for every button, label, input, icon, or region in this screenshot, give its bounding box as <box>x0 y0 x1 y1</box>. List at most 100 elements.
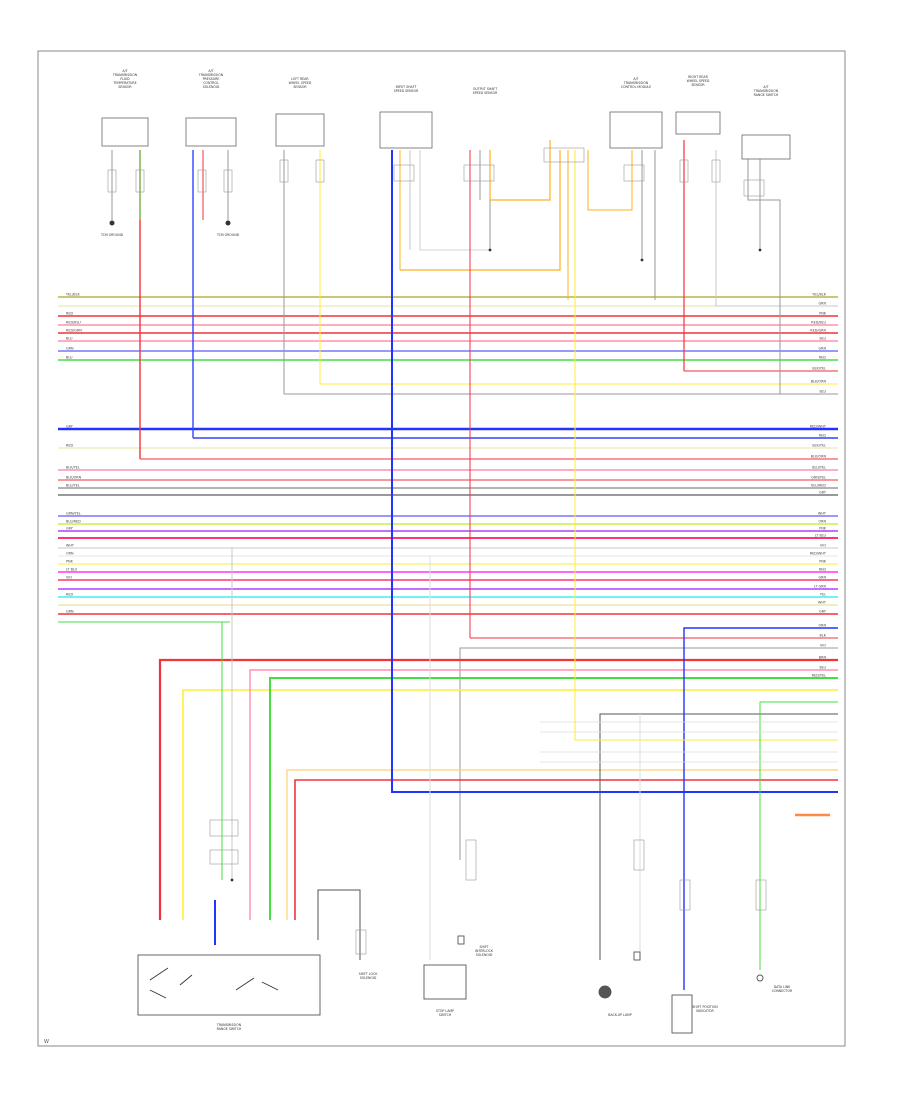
wire-label-right: ORN <box>818 520 826 524</box>
wire-label-left: RED/GRN <box>66 329 82 333</box>
wire-label-right: RED <box>819 356 826 360</box>
wire-label-right: LT GRN <box>814 585 827 589</box>
wire-label-left: GRN <box>66 610 74 614</box>
wire-label-right: BLU/YEL <box>812 466 826 470</box>
wire-label-left: PNK <box>66 560 74 564</box>
ground-label-g1: TCM GROUND <box>100 233 124 237</box>
wire-label-right: RED/BLU <box>811 321 826 325</box>
wire-label-right: YEL <box>820 593 826 597</box>
wire-label-left: BLU/YEL <box>66 484 80 488</box>
right-wire-labels: YEL/BLK GRN PNK RED/BLU RED/GRN BLU GRN RED BLK/… <box>810 293 827 678</box>
component-c3 <box>275 113 325 147</box>
wire-label-right: RED/WHT <box>810 552 827 556</box>
wire-label-left: VIO <box>66 576 72 580</box>
wire-label-right: GRN <box>818 576 826 580</box>
wire-label-right: WHT <box>818 601 827 605</box>
connectors <box>107 147 767 955</box>
wire-label-right: GRN/YEL <box>811 476 826 480</box>
wire-label-right: RED/YEL <box>812 674 826 678</box>
wire-label-right: LT BLU <box>815 534 827 538</box>
ground-symbols <box>109 220 762 882</box>
wire-label-right: RED <box>819 568 826 572</box>
wire-label-right: BLK <box>820 634 827 638</box>
wire-label-left: GRY <box>66 425 74 429</box>
wire-label-right: BLU <box>819 390 826 394</box>
wire-label-right: ORN <box>818 624 826 628</box>
component-b5 <box>671 994 693 1034</box>
wire-label-right: RED/WHT <box>810 425 827 429</box>
bottom-component-boxes <box>137 935 764 1034</box>
component-c1 <box>101 117 149 147</box>
wire-label-right: BLU <box>819 337 826 341</box>
lower-bus <box>158 150 838 990</box>
wire-label-left: ORN <box>66 552 74 556</box>
wire-label-left: BLU <box>66 337 73 341</box>
wire-label-left: GRN <box>66 347 74 351</box>
wire-label-left: LT BLU <box>66 568 78 572</box>
component-c8 <box>741 134 791 160</box>
wire-label-left: BLU <box>66 356 73 360</box>
wire-label-left: YEL/BLK <box>66 293 80 297</box>
wire-label-right: WHT <box>818 512 827 516</box>
wire-label-right: BLK/YEL <box>812 444 826 448</box>
component-c2 <box>185 117 237 147</box>
vertical-drops <box>111 140 838 960</box>
wire-label-right: YEL/BLK <box>812 293 826 297</box>
wire-label-left: RED/BLU <box>66 321 81 325</box>
component-c4 <box>379 111 433 149</box>
top-component-boxes <box>101 111 791 160</box>
wire-label-right: BLK/YEL <box>812 367 826 371</box>
left-wire-labels: YEL/BLK RED RED/BLU RED/GRN BLU GRN BLU GRY RED B… <box>66 293 82 614</box>
diagram-frame <box>37 50 846 1047</box>
wire-label-right: VIO <box>820 544 826 548</box>
wire-label-left: RED <box>66 593 73 597</box>
component-b3 <box>423 964 467 1000</box>
wire-label-right: BLK/ORN <box>811 455 827 459</box>
wire-label-right: GRN <box>818 302 826 306</box>
wire-label-left: GRN/YEL <box>66 512 81 516</box>
harness-bus <box>58 296 838 623</box>
wire-label-left: WHT <box>66 544 75 548</box>
ground-label-g2: TCM GROUND <box>216 233 240 237</box>
footer-code: W <box>44 1039 49 1045</box>
lamp-icon <box>598 985 612 999</box>
component-c7 <box>675 111 721 135</box>
component-label-b5: BACK-UP LAMP <box>608 1013 631 1017</box>
ground-labels: TCM GROUND TCM GROUND <box>100 233 240 237</box>
wire-label-right: GRN <box>818 347 826 351</box>
ground-icon <box>109 220 115 226</box>
wire-label-left: RED <box>66 312 73 316</box>
wire-label-right: GRY <box>819 491 827 495</box>
wire-label-left: RED <box>66 444 73 448</box>
wire-label-left: BLK/YEL <box>66 466 80 470</box>
wire-label-right: PNK <box>819 560 827 564</box>
wire-label-right: PNK <box>819 312 827 316</box>
wire-label-right: RED/GRN <box>810 329 826 333</box>
wire-label-right: BRN <box>819 656 827 660</box>
wire-label-right: PNK <box>819 527 827 531</box>
component-c6 <box>609 111 663 149</box>
component-b1 <box>137 954 321 1016</box>
wire-label-right: BLU/RED <box>811 484 826 488</box>
wire-label-right: GRY <box>819 610 827 614</box>
wire-label-right: VIO <box>820 644 826 648</box>
wire-label-left: BLU/RED <box>66 520 81 524</box>
ground-icon <box>225 220 231 226</box>
